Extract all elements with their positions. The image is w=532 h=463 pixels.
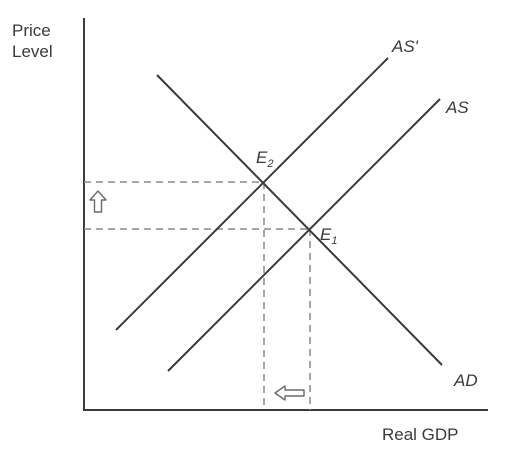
as-curve <box>167 98 441 372</box>
e2-label: E2 <box>256 148 273 170</box>
reference-lines <box>84 181 311 410</box>
x-axis-label: Real GDP <box>382 425 459 444</box>
e2-letter: E <box>256 148 268 167</box>
e1-label: E1 <box>320 225 337 247</box>
as-label: AS <box>445 98 469 117</box>
y-axis-label-line1: Price <box>12 21 51 40</box>
up-arrow-icon <box>89 190 107 213</box>
ad-label: AD <box>453 371 478 390</box>
ad-curve <box>156 74 443 366</box>
as-prime-curve <box>115 57 389 331</box>
e2-subscript: 2 <box>266 158 273 170</box>
e1-subscript: 1 <box>331 235 337 247</box>
as-prime-label: AS' <box>391 37 419 56</box>
y-axis-label-line2: Level <box>12 42 53 61</box>
left-arrow-icon <box>274 385 305 401</box>
e1-letter: E <box>320 225 332 244</box>
